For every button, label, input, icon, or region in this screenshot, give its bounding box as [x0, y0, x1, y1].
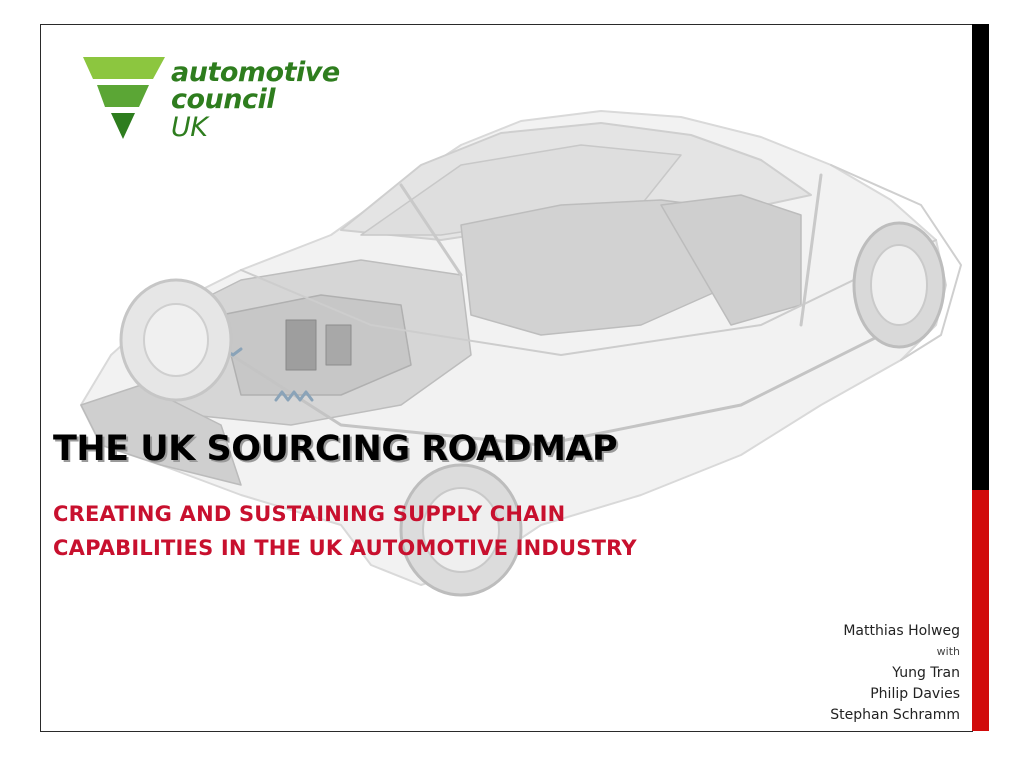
- co-author: Stephan Schramm: [830, 707, 960, 723]
- with-label: with: [936, 645, 960, 658]
- car-chassis-illustration: [80, 110, 962, 597]
- chevron-logo-icon: [83, 57, 165, 139]
- automotive-council-logo: automotive council UK: [79, 55, 379, 150]
- logo-text-council: council: [171, 84, 276, 115]
- authors-block: Matthias Holweg with Yung Tran Philip Da…: [830, 621, 960, 726]
- subtitle-line-2: CAPABILITIES IN THE UK AUTOMOTIVE INDUST…: [53, 536, 637, 560]
- logo-text-uk: UK: [171, 112, 208, 143]
- subtitle-line-1: CREATING AND SUSTAINING SUPPLY CHAIN: [53, 502, 566, 526]
- co-author: Yung Tran: [892, 665, 960, 681]
- slide-title: THE UK SOURCING ROADMAP: [53, 429, 618, 469]
- logo-text-automotive: automotive: [171, 57, 340, 88]
- side-accent-bar-red: [972, 490, 989, 731]
- slide-subtitle: CREATING AND SUSTAINING SUPPLY CHAIN CAP…: [53, 497, 637, 565]
- slide: automotive council UK THE UK SOURCING RO…: [40, 24, 973, 732]
- side-accent-bar-black: [972, 24, 989, 490]
- main-author: Matthias Holweg: [843, 623, 960, 639]
- co-author: Philip Davies: [870, 686, 960, 702]
